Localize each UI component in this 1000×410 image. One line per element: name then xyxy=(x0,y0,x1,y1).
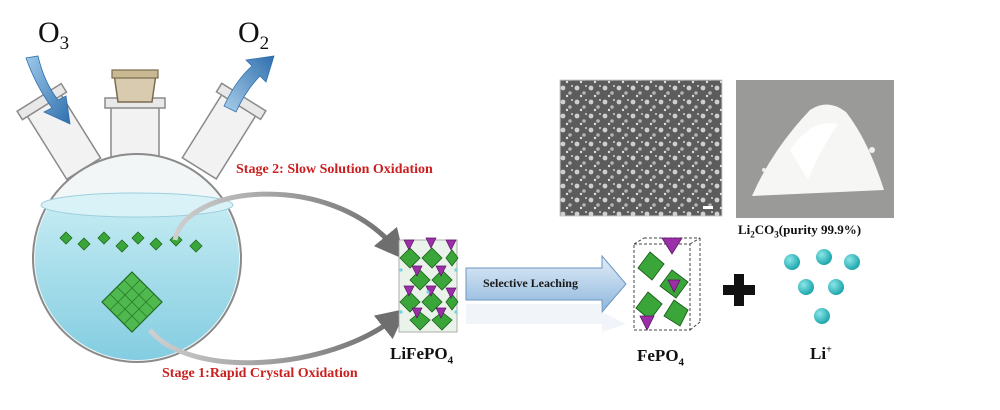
li2co3-powder-photo xyxy=(736,80,894,218)
stage1-curve-arrow xyxy=(148,308,407,366)
selective-leaching-arrow xyxy=(465,254,627,332)
selective-leaching-label: Selective Leaching xyxy=(483,276,578,290)
fepo4-structure-icon xyxy=(633,237,701,331)
ozone-label: O3 xyxy=(38,16,70,54)
oxygen-outlet-arrow xyxy=(223,55,275,113)
lifepo4-structure-icon xyxy=(398,237,459,333)
ozone-inlet-arrow xyxy=(25,55,71,125)
plus-icon xyxy=(723,274,755,306)
fepo4-label: FePO4 xyxy=(637,346,685,369)
li-ion-label: Li+ xyxy=(810,344,832,363)
large-crystal-icon xyxy=(101,271,163,333)
sem-micrograph-image xyxy=(559,79,723,217)
stage1-label: Stage 1:Rapid Crystal Oxidation xyxy=(162,366,358,381)
stage2-label: Stage 2: Slow Solution Oxidation xyxy=(236,162,433,177)
lifepo4-label: LiFePO4 xyxy=(390,344,454,367)
oxygen-label: O2 xyxy=(238,16,270,54)
stage2-curve-arrow xyxy=(172,191,405,260)
reaction-flask xyxy=(16,69,267,363)
li2co3-purity-caption: Li2CO3(purity 99.9%) xyxy=(738,222,862,240)
lithium-ions-icon xyxy=(784,249,860,324)
